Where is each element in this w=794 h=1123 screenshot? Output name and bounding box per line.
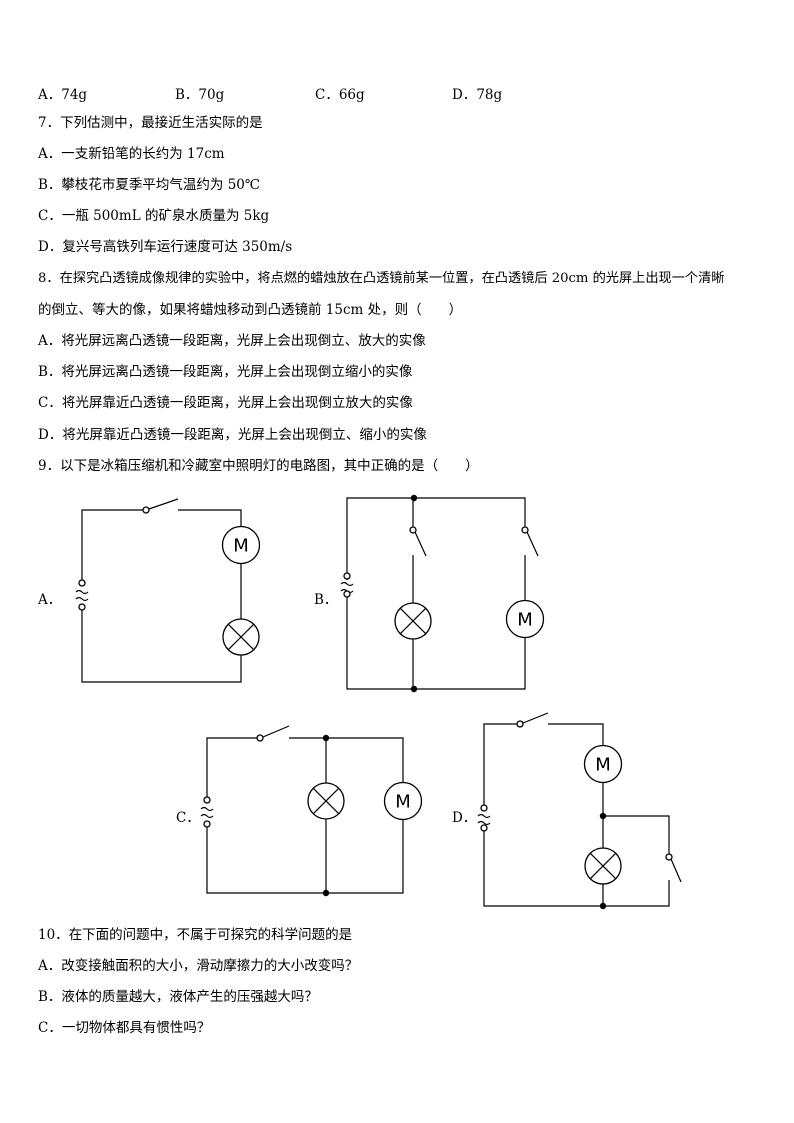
switch-b2-blade xyxy=(526,531,539,557)
circuit-c: M xyxy=(200,725,423,897)
ac-c-icon xyxy=(200,806,214,819)
switch-a-blade xyxy=(148,498,179,510)
q8-option-b: B．将光屏远离凸透镜一段距离，光屏上会出现倒立缩小的实像 xyxy=(38,364,413,380)
lamp-a-icon xyxy=(222,618,260,656)
q7-stem: 7．下列估测中，最接近生活实际的是 xyxy=(38,115,263,131)
power-d-terminal-top xyxy=(480,804,488,812)
q6-option-b: B．70g xyxy=(175,87,225,103)
node-c-top xyxy=(322,734,330,742)
switch-d2-pivot xyxy=(665,853,673,861)
power-c-terminal-top xyxy=(203,796,211,804)
q7-option-d: D．复兴号高铁列车运行速度可达 350m/s xyxy=(38,239,293,255)
node-b-bottom xyxy=(410,685,418,693)
node-d-bottom xyxy=(599,902,607,910)
circuit-b-label: B． xyxy=(314,592,338,608)
ac-d-icon xyxy=(477,813,491,826)
switch-c-blade xyxy=(262,725,290,738)
node-b-top xyxy=(410,494,418,502)
motor-d-label: M xyxy=(595,755,611,776)
lamp-b-icon xyxy=(394,602,432,640)
q7-option-a: A．一支新铅笔的长约为 17cm xyxy=(38,146,225,162)
motor-d-icon xyxy=(583,744,623,784)
circuit-d: M xyxy=(477,712,682,910)
q6-option-d: D．78g xyxy=(452,87,503,103)
switch-c-pivot xyxy=(256,734,264,742)
q8-stem-line1: 8．在探究凸透镜成像规律的实验中，将点燃的蜡烛放在凸透镜前某一位置，在凸透镜后 … xyxy=(38,271,725,286)
motor-b-label: M xyxy=(517,610,533,631)
circuit-a: M xyxy=(75,498,261,683)
motor-b-icon xyxy=(505,599,545,639)
q6-option-a: A．74g xyxy=(38,87,88,103)
switch-a-pivot xyxy=(142,506,150,514)
q10-option-a: A．改变接触面积的大小，滑动摩擦力的大小改变吗？ xyxy=(38,958,359,974)
q8-stem-line2: 的倒立、等大的像，如果将蜡烛移动到凸透镜前 15cm 处，则（ ） xyxy=(38,302,463,318)
circuit-a-label: A． xyxy=(38,592,62,608)
q7-option-c: C．一瓶 500mL 的矿泉水质量为 5kg xyxy=(38,208,270,224)
q10-stem: 10．在下面的问题中，不属于可探究的科学问题的是 xyxy=(38,927,353,943)
lamp-d-icon xyxy=(584,847,622,885)
circuit-d-label: D． xyxy=(452,810,477,826)
lamp-c-icon xyxy=(307,782,345,820)
power-a-terminal-bottom xyxy=(78,603,86,611)
q10-option-c: C．一切物体都具有惯性吗？ xyxy=(38,1020,211,1036)
q8-option-a: A．将光屏远离凸透镜一段距离，光屏上会出现倒立、放大的实像 xyxy=(38,333,426,349)
switch-d1-blade xyxy=(522,712,549,724)
q6-option-c: C．66g xyxy=(315,87,365,103)
q10-option-b: B．液体的质量越大，液体产生的压强越大吗？ xyxy=(38,989,318,1005)
q8-option-d: D．将光屏靠近凸透镜一段距离，光屏上会出现倒立、缩小的实像 xyxy=(38,427,427,443)
q7-option-b: B．攀枝花市夏季平均气温约为 50℃ xyxy=(38,177,260,193)
switch-b1-blade xyxy=(414,531,427,557)
power-b-terminal-bottom xyxy=(343,590,351,598)
node-d-top xyxy=(599,812,607,820)
motor-a-label: M xyxy=(233,536,249,557)
q9-stem: 9．以下是冰箱压缩机和冷藏室中照明灯的电路图，其中正确的是（ ） xyxy=(38,458,479,474)
switch-d2-blade xyxy=(670,858,682,883)
ac-a-icon xyxy=(75,589,89,602)
switch-b2-pivot xyxy=(521,526,529,534)
power-a-terminal-top xyxy=(78,579,86,587)
node-c-bottom xyxy=(322,889,330,897)
circuit-c-label: C． xyxy=(176,810,200,826)
switch-b1-pivot xyxy=(409,526,417,534)
switch-d1-pivot xyxy=(516,720,524,728)
motor-c-icon xyxy=(383,781,423,821)
power-c-terminal-bottom xyxy=(203,820,211,828)
motor-a-icon xyxy=(221,525,261,565)
power-d-terminal-bottom xyxy=(480,824,488,832)
q8-option-c: C．将光屏靠近凸透镜一段距离，光屏上会出现倒立放大的实像 xyxy=(38,395,413,411)
motor-c-label: M xyxy=(395,792,411,813)
circuit-b: M xyxy=(340,494,545,693)
power-b-terminal-top xyxy=(343,572,351,580)
